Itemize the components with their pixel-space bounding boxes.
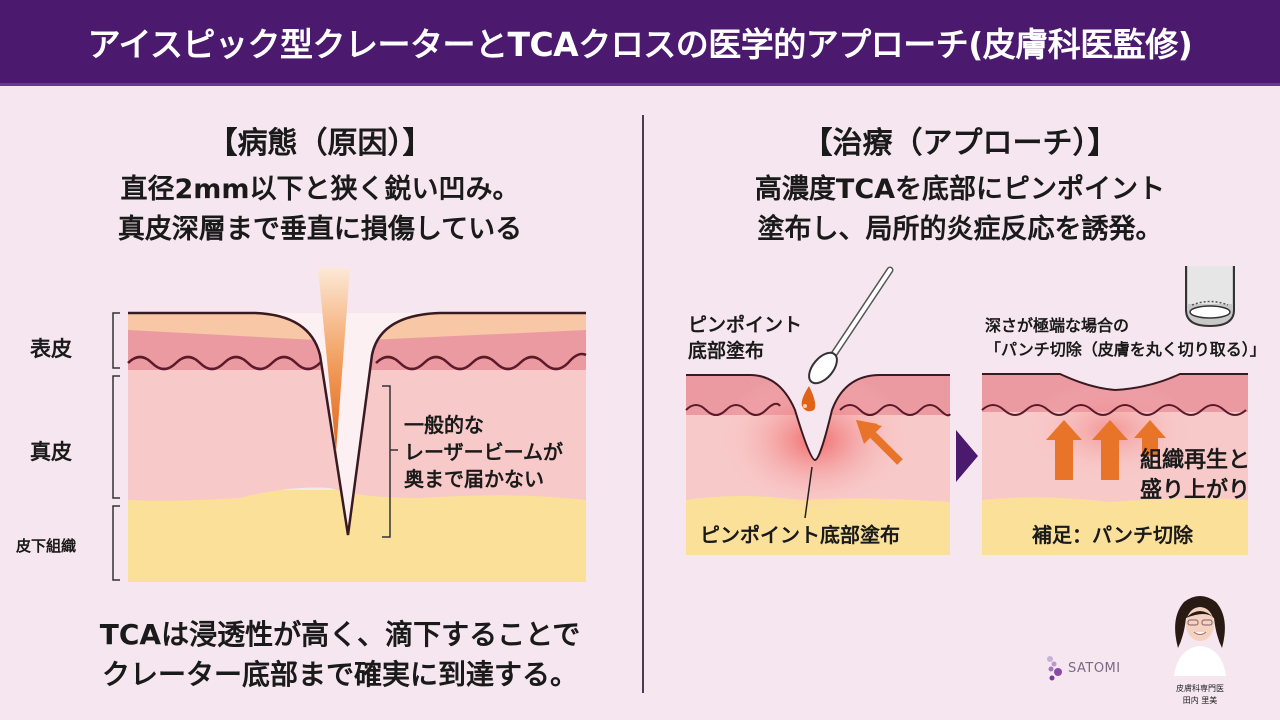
header-banner: アイスピック型クレーターとTCAクロスの医学的アプローチ(皮膚科医監修) xyxy=(0,0,1280,86)
summary-line-1: TCAは浸透性が高く、滴下することで xyxy=(99,618,581,651)
pinpoint-label-bottom: ピンポイント底部塗布 xyxy=(700,523,900,547)
brand-logo: SATOMI xyxy=(1046,655,1121,681)
treatment-diagrams xyxy=(685,266,1248,555)
brand-name: SATOMI xyxy=(1068,660,1121,676)
regeneration-label: 組織再生と 盛り上がり xyxy=(1140,446,1250,506)
summary-line-2: クレーター底部まで確実に到達する。 xyxy=(101,658,578,691)
treatment-line-1: 高濃度TCAを底部にピンポイント xyxy=(754,174,1166,205)
doctor-name: 田内 里美 xyxy=(1182,696,1218,705)
label-dermis: 真皮 xyxy=(30,440,72,464)
next-step-arrow-icon xyxy=(956,430,978,482)
tca-penetration-summary: TCAは浸透性が高く、滴下することで クレーター底部まで確実に到達する。 xyxy=(60,615,620,695)
pinpoint-label-line-1: ピンポイント xyxy=(688,314,803,336)
treatment-line-2: 塗布し、局所的炎症反応を誘発。 xyxy=(757,214,1163,245)
page-title: アイスピック型クレーターとTCAクロスの医学的アプローチ(皮膚科医監修) xyxy=(87,24,1193,64)
pathology-description: 直径2mm以下と狭く鋭い凹み。 真皮深層まで垂直に損傷している xyxy=(40,170,600,250)
punch-tool-icon xyxy=(1185,266,1235,328)
satomi-logo-icon xyxy=(1047,656,1062,681)
pathology-line-2: 真皮深層まで垂直に損傷している xyxy=(117,214,523,245)
regeneration-line-2: 盛り上がり xyxy=(1140,478,1251,503)
punch-note-line-2: 「パンチ切除（皮膚を丸く切り取る）」 xyxy=(985,340,1266,359)
pathology-heading: 【病態（原因）】 xyxy=(207,126,433,161)
label-epidermis: 表皮 xyxy=(30,337,72,361)
laser-limit-annotation: 一般的な レーザービームが 奥まで届かない xyxy=(404,412,563,493)
punch-excision-note: 深さが極端な場合の 「パンチ切除（皮膚を丸く切り取る）」 xyxy=(985,314,1266,362)
regeneration-line-1: 組織再生と xyxy=(1140,448,1251,473)
panel-pinpoint-application xyxy=(685,266,951,555)
pathology-line-1: 直径2mm以下と狭く鋭い凹み。 xyxy=(120,174,520,205)
panel-punch-excision xyxy=(981,266,1248,555)
doctor-portrait xyxy=(1174,596,1226,676)
section-divider xyxy=(642,115,644,693)
punch-supplement-label: 補足：パンチ切除 xyxy=(1032,523,1193,547)
doctor-caption: 皮膚科専門医 田内 里美 xyxy=(1160,683,1240,707)
treatment-description: 高濃度TCAを底部にピンポイント 塗布し、局所的炎症反応を誘発。 xyxy=(680,170,1240,250)
pinpoint-label-line-2: 底部塗布 xyxy=(688,340,765,362)
treatment-heading: 【治療（アプローチ）】 xyxy=(802,126,1118,161)
pinpoint-label-top: ピンポイント 底部塗布 xyxy=(688,312,802,364)
label-subcutaneous: 皮下組織 xyxy=(16,537,77,555)
annotation-line-1: 一般的な xyxy=(404,413,484,437)
doctor-title: 皮膚科専門医 xyxy=(1176,684,1224,693)
annotation-line-3: 奥まで届かない xyxy=(404,467,544,491)
annotation-line-2: レーザービームが xyxy=(404,440,563,464)
icepick-scar-cross-section xyxy=(112,268,587,582)
punch-note-line-1: 深さが極端な場合の xyxy=(985,316,1130,335)
